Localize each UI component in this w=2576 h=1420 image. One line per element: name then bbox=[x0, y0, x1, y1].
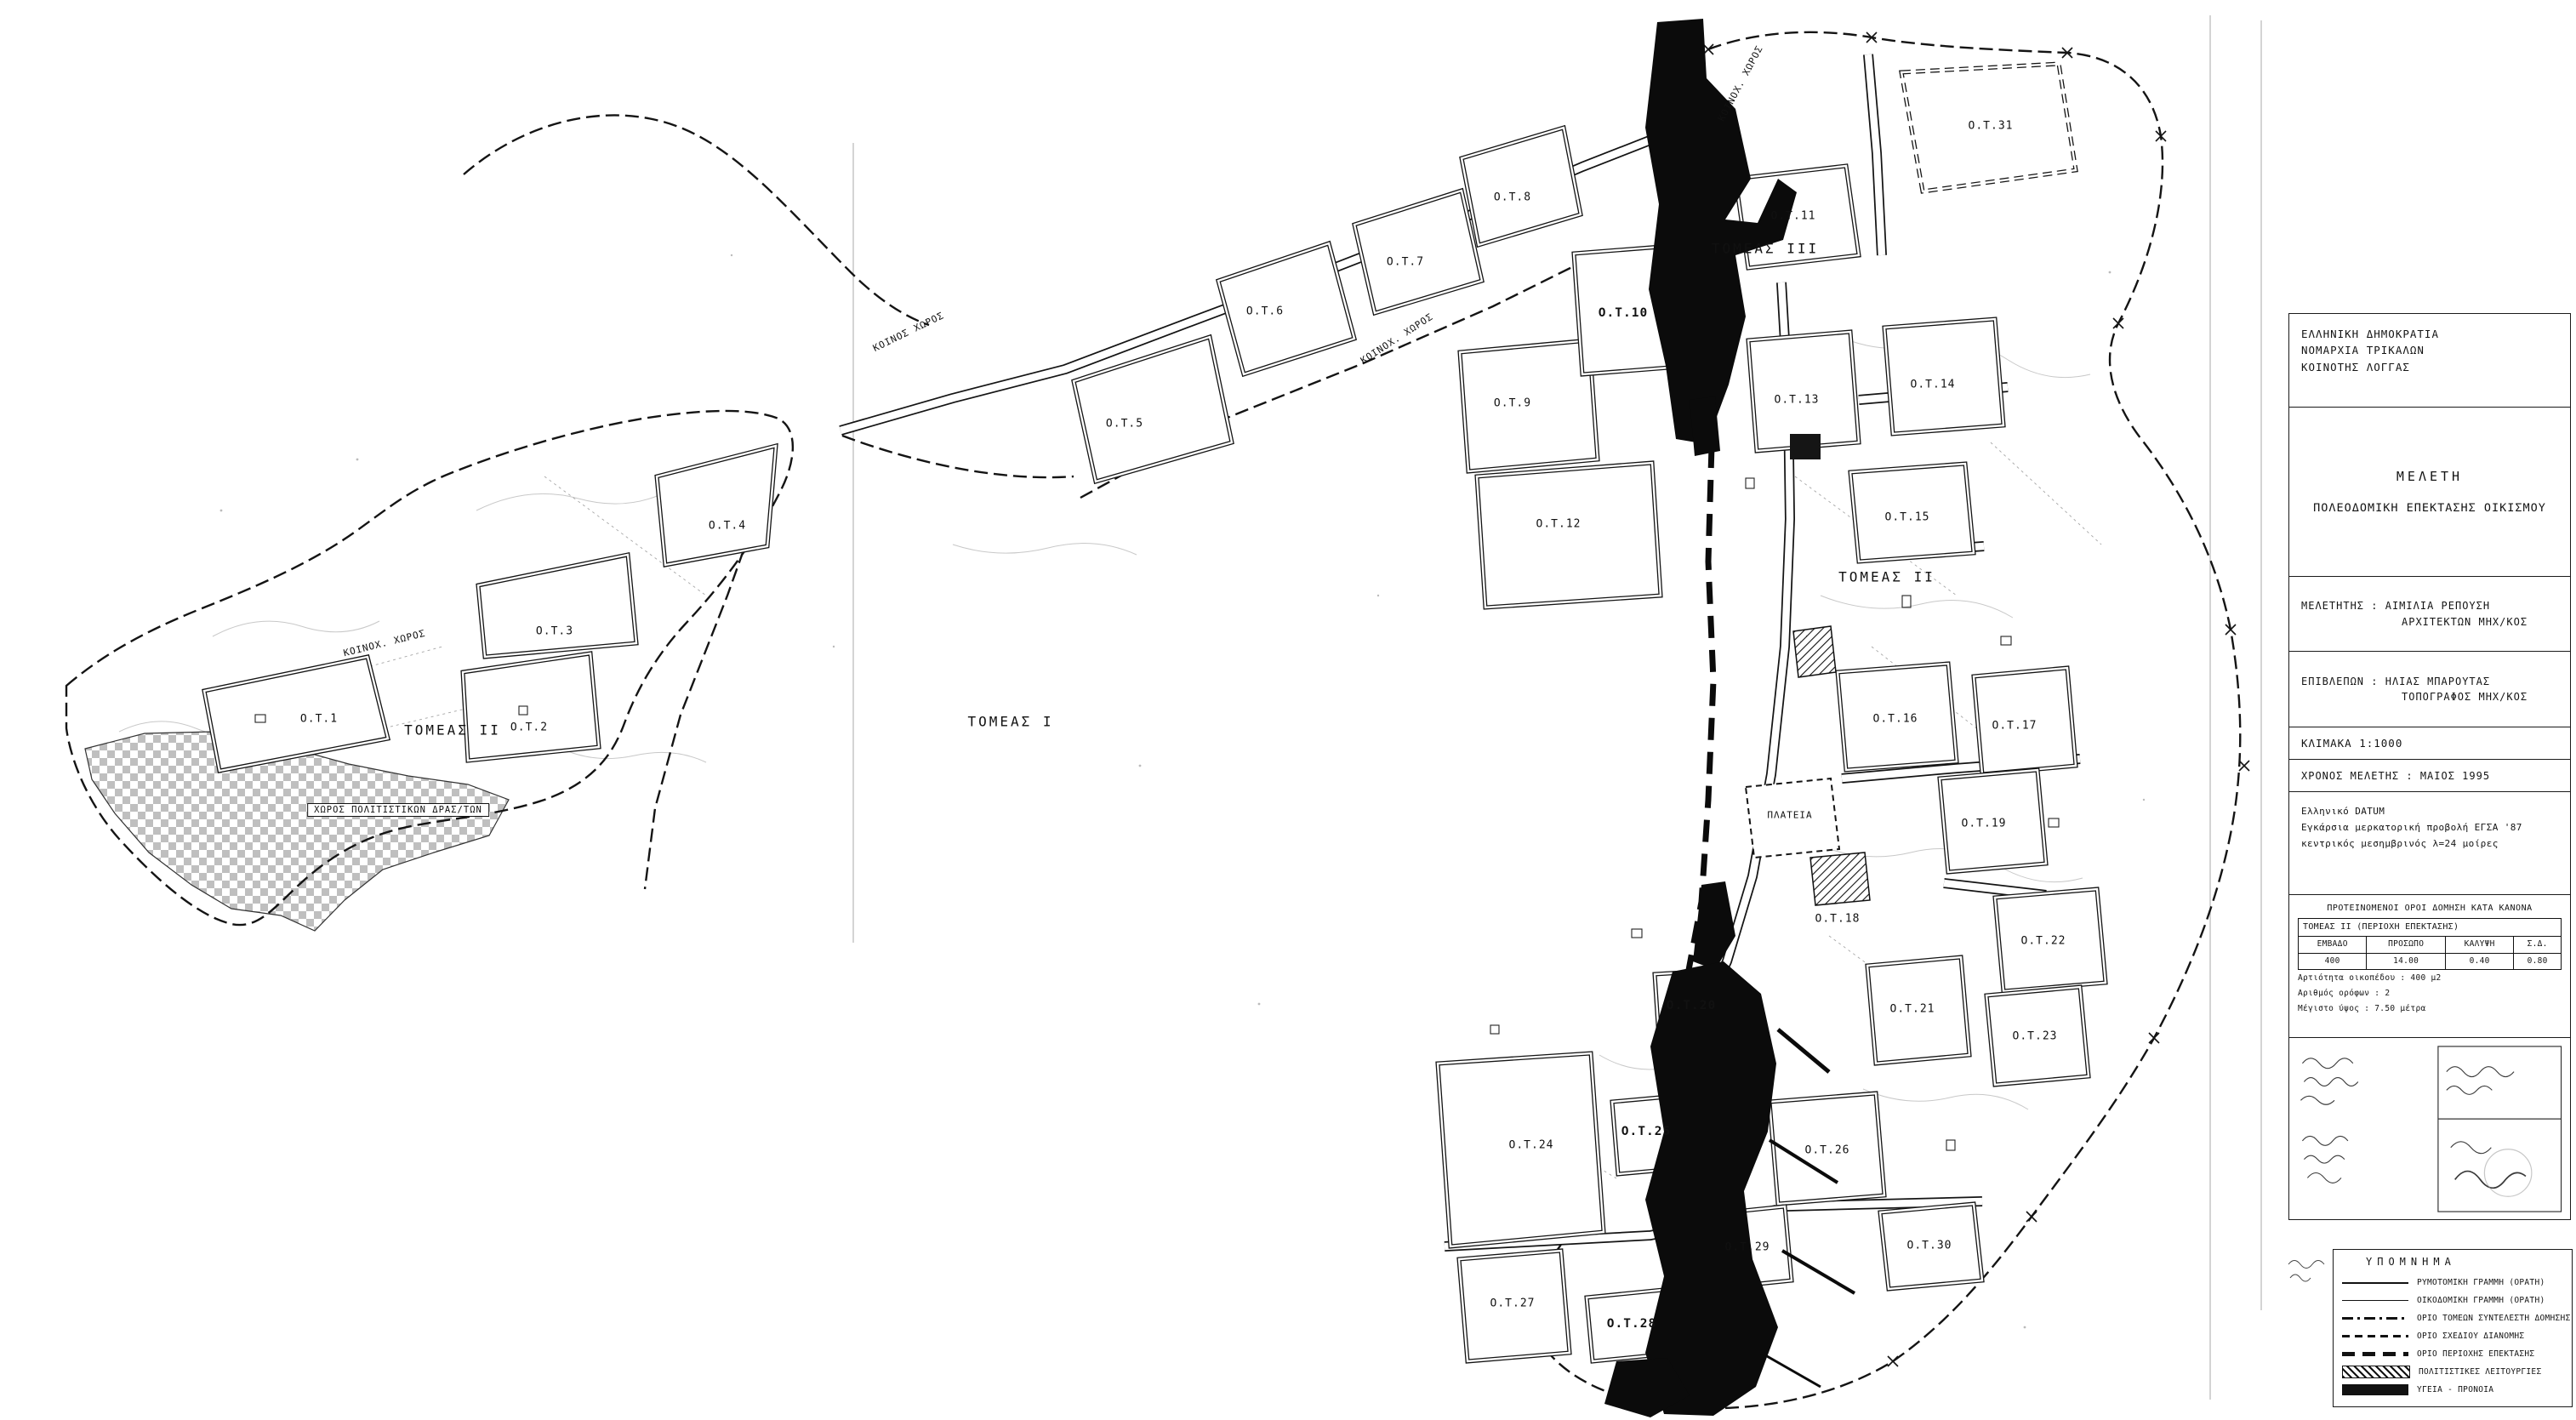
scale-row: ΚΛΙΜΑΚΑ 1:1000 bbox=[2288, 726, 2571, 761]
supervisor-section: ΕΠΙΒΛΕΠΩΝ : ΗΛΙΑΣ ΜΠΑΡΟΥΤΑΣ ΤΟΠΟΓΡΑΦΟΣ Μ… bbox=[2288, 651, 2571, 728]
legend-item: ΟΙΚΟΔΟΜΙΚΗ ΓΡΑΜΜΗ (ΟΡΑΤΗ) bbox=[2342, 1292, 2563, 1309]
legend-title: ΥΠΟΜΝΗΜΑ bbox=[2366, 1256, 2456, 1268]
study-time-row: ΧΡΟΝΟΣ ΜΕΛΕΤΗΣ : ΜΑΙΟΣ 1995 bbox=[2288, 759, 2571, 794]
legend-item: ΠΟΛΙΤΙΣΤΙΚΕΣ ΛΕΙΤΟΥΡΓΙΕΣ bbox=[2342, 1363, 2563, 1381]
handwritten-signatures bbox=[2300, 1046, 2562, 1212]
plaza-square bbox=[1744, 777, 1841, 859]
health-function-block bbox=[1790, 434, 1821, 459]
legend-item: ΟΡΙΟ ΤΟΜΕΩΝ ΣΥΝΤΕΛΕΣΤΗ ΔΟΜΗΣΗΣ (Σ.Δ.) bbox=[2342, 1309, 2576, 1327]
authority-line: ΚΟΙΝΟΤΗΣ ΛΟΓΓΑΣ bbox=[2301, 360, 2410, 374]
authority-section: ΕΛΛΗΝΙΚΗ ΔΗΜΟΚΡΑΤΙΑ ΝΟΜΑΡΧΙΑ ΤΡΙΚΑΛΩΝ ΚΟ… bbox=[2288, 313, 2571, 408]
handwritten-note bbox=[2288, 1260, 2325, 1282]
datum-line: κεντρικός μεσημβρινός λ=24 μοίρες bbox=[2301, 837, 2499, 849]
designer-title: ΑΡΧΙΤΕΚΤΩΝ ΜΗΧ/ΚΟΣ bbox=[2402, 615, 2528, 628]
datum-section: Ελληνικό DATUM Εγκάρσια μερκατορική προβ… bbox=[2288, 791, 2571, 896]
title-block: ΕΛΛΗΝΙΚΗ ΔΗΜΟΚΡΑΤΙΑ ΝΟΜΑΡΧΙΑ ΤΡΙΚΑΛΩΝ ΚΟ… bbox=[2288, 313, 2571, 1221]
terms-value: 400 bbox=[2297, 952, 2368, 971]
building-line-sample bbox=[2342, 1300, 2408, 1301]
supervisor-name: ΗΛΙΑΣ ΜΠΑΡΟΥΤΑΣ bbox=[2385, 675, 2491, 687]
terms-value: 0.40 bbox=[2444, 952, 2515, 971]
study-title-section: ΜΕΛΕΤΗ ΠΟΛΕΟΔΟΜΙΚΗ ΕΠΕΚΤΑΣΗΣ ΟΙΚΙΣΜΟΥ bbox=[2288, 407, 2571, 578]
terms-header: ΠΡΟΣΩΠΟ bbox=[2366, 935, 2446, 954]
designer-section: ΜΕΛΕΤΗΤΗΣ : ΑΙΜΙΛΙΑ ΡΕΠΟΥΣΗ ΑΡΧΙΤΕΚΤΩΝ Μ… bbox=[2288, 575, 2571, 653]
ink-streaks bbox=[1760, 1028, 1856, 1389]
terms-table: ΤΟΜΕΑΣ ΙΙ (ΠΕΡΙΟΧΗ ΕΠΕΚΤΑΣΗΣ) ΕΜΒΑΔΟ ΠΡΟ… bbox=[2297, 918, 2562, 971]
street-line-sample bbox=[2342, 1281, 2408, 1284]
expansion-area-limit-sample bbox=[2342, 1352, 2408, 1356]
terms-header: ΕΜΒΑΔΟ bbox=[2297, 935, 2368, 954]
existing-buildings bbox=[254, 477, 2060, 1151]
authority-line: ΝΟΜΑΡΧΙΑ ΤΡΙΚΑΛΩΝ bbox=[2301, 344, 2425, 357]
supervisor-label: ΕΠΙΒΛΕΠΩΝ : bbox=[2301, 675, 2379, 687]
cultural-function-block bbox=[1809, 852, 1871, 906]
cultural-area-hatch bbox=[84, 731, 510, 932]
health-welfare-sample bbox=[2342, 1384, 2408, 1395]
datum-line: Εγκάρσια μερκατορική προβολή ΕΓΣΑ '87 bbox=[2301, 822, 2522, 834]
datum-line: Ελληνικό DATUM bbox=[2301, 806, 2385, 818]
terms-zone: ΤΟΜΕΑΣ ΙΙ (ΠΕΡΙΟΧΗ ΕΠΕΚΤΑΣΗΣ) bbox=[2298, 918, 2562, 937]
authority-line: ΕΛΛΗΝΙΚΗ ΔΗΜΟΚΡΑΤΙΑ bbox=[2301, 328, 2439, 340]
terms-header: ΚΑΛΥΨΗ bbox=[2444, 935, 2515, 954]
page-fold-lines bbox=[852, 15, 2262, 1400]
legend-item: ΡΥΜΟΤΟΜΙΚΗ ΓΡΑΜΜΗ (ΟΡΑΤΗ) bbox=[2342, 1274, 2563, 1292]
distribution-plan-limit-sample bbox=[2342, 1335, 2408, 1337]
terms-header: Σ.Δ. bbox=[2513, 935, 2562, 954]
building-terms-section: ΠΡΟΤΕΙΝΟΜΕΝΟΙ ΟΡΟΙ ΔΟΜΗΣΗ ΚΑΤΑ ΚΑΝΟΝΑ ΤΟ… bbox=[2288, 893, 2571, 1039]
signature-section bbox=[2288, 1037, 2571, 1221]
legend-item: ΟΡΙΟ ΣΧΕΔΙΟΥ ΔΙΑΝΟΜΗΣ bbox=[2342, 1327, 2563, 1345]
legend-box: ΥΠΟΜΝΗΜΑ ΡΥΜΟΤΟΜΙΚΗ ΓΡΑΜΜΗ (ΟΡΑΤΗ) ΟΙΚΟΔ… bbox=[2333, 1249, 2576, 1407]
designer-label: ΜΕΛΕΤΗΤΗΣ : bbox=[2301, 600, 2379, 613]
terms-note: Αρτιότητα οικοπέδου : 400 μ2 bbox=[2298, 973, 2442, 984]
sector-limit-sample bbox=[2342, 1317, 2408, 1320]
cultural-functions-sample bbox=[2342, 1366, 2410, 1378]
terms-table-title: ΠΡΟΤΕΙΝΟΜΕΝΟΙ ΟΡΟΙ ΔΟΜΗΣΗ ΚΑΤΑ ΚΑΝΟΝΑ bbox=[2327, 903, 2533, 913]
supervisor-title: ΤΟΠΟΓΡΑΦΟΣ ΜΗΧ/ΚΟΣ bbox=[2402, 691, 2528, 704]
cultural-function-block bbox=[1792, 625, 1837, 678]
legend-item: ΟΡΙΟ ΠΕΡΙΟΧΗΣ ΕΠΕΚΤΑΣΗΣ bbox=[2342, 1345, 2563, 1363]
study-title-line1: ΜΕΛΕΤΗ bbox=[2396, 469, 2464, 485]
terms-note: Μέγιστο ύψος : 7.50 μέτρα bbox=[2298, 1003, 2426, 1013]
building-blocks bbox=[202, 61, 2108, 1364]
terms-value: 14.00 bbox=[2366, 952, 2446, 971]
study-title-line2: ΠΟΛΕΟΔΟΜΙΚΗ ΕΠΕΚΤΑΣΗΣ ΟΙΚΙΣΜΟΥ bbox=[2313, 500, 2546, 515]
expansion-boundary-ticks bbox=[1702, 31, 2250, 1367]
designer-name: ΑΙΜΙΛΙΑ ΡΕΠΟΥΣΗ bbox=[2385, 600, 2491, 613]
scan-noise bbox=[219, 254, 2146, 1329]
ink-blobs bbox=[1604, 19, 1797, 1417]
terms-value: 0.80 bbox=[2513, 952, 2562, 971]
legend-item: ΥΓΕΙΑ - ΠΡΟΝΟΙΑ bbox=[2342, 1381, 2563, 1399]
terms-note: Αριθμός ορόφων : 2 bbox=[2298, 989, 2391, 998]
